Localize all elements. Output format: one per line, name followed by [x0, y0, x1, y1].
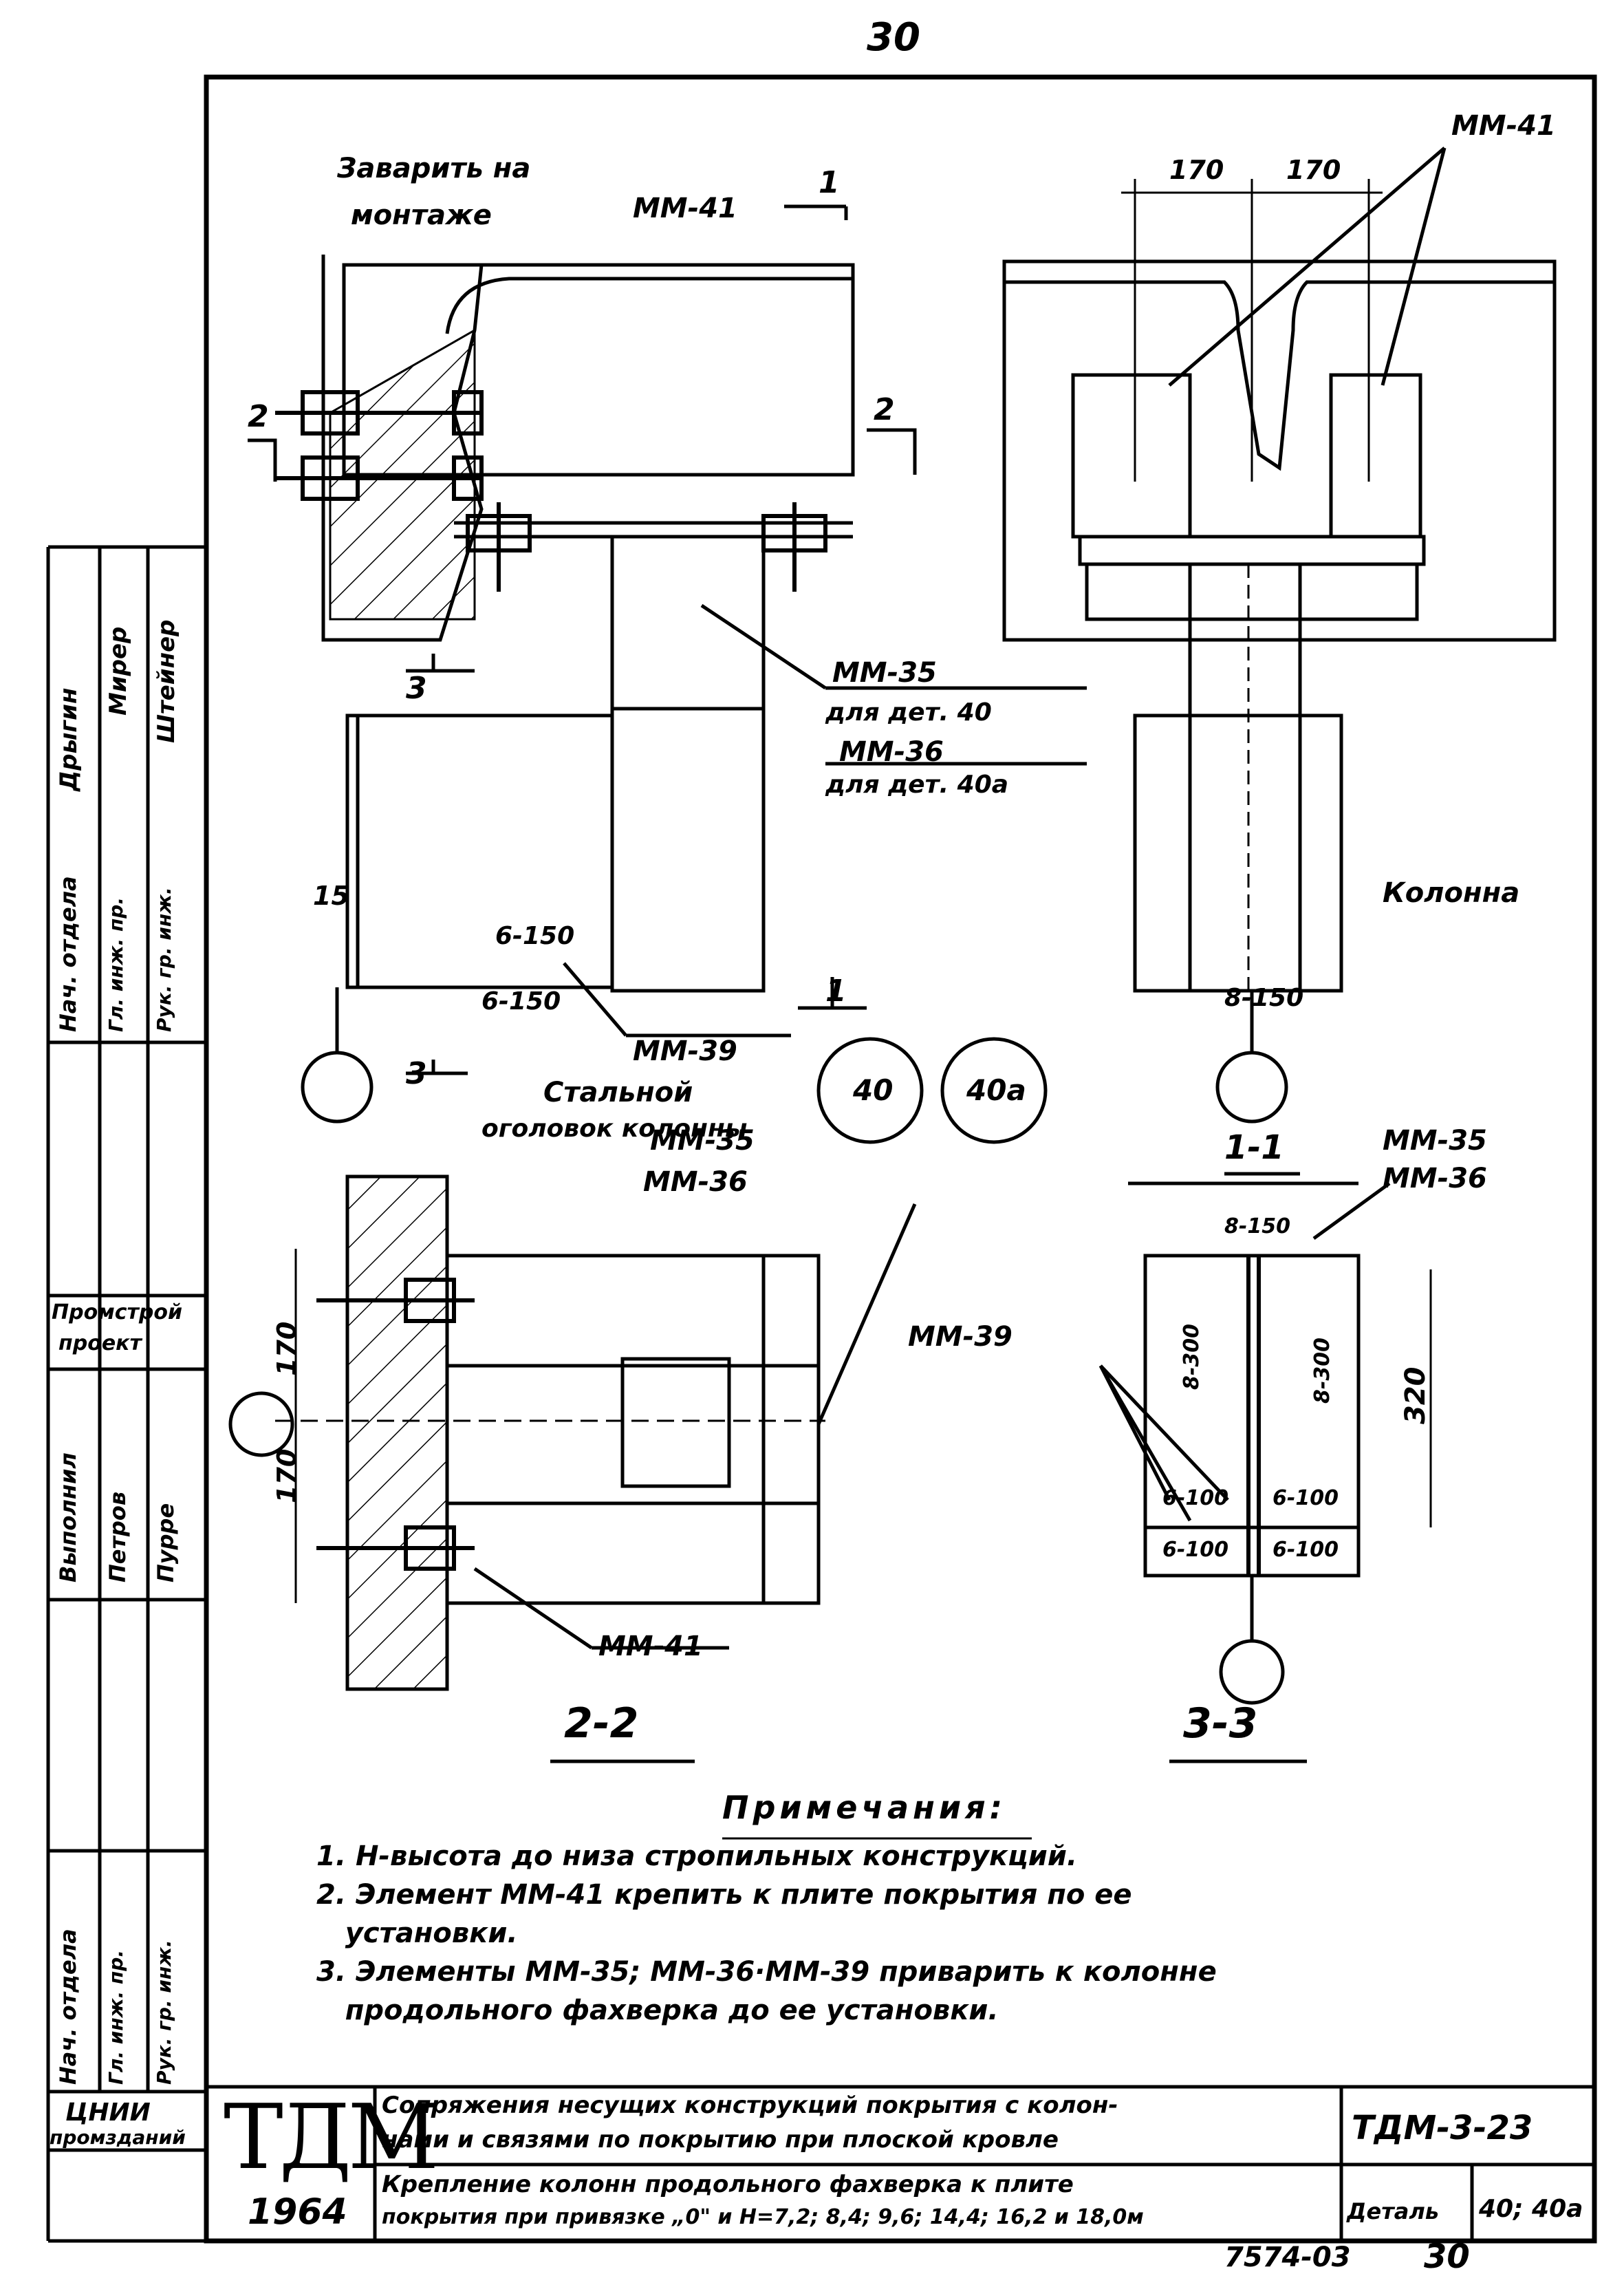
stamp-nach-otdela-1: Нач. отдела	[55, 876, 81, 1032]
callout-steel-head-1: Стальной	[543, 1077, 693, 1108]
dim-170-a: 170	[1169, 155, 1224, 185]
callout-mm35: ММ-35	[832, 657, 937, 689]
section-title-1-1: 1-1	[1224, 1128, 1284, 1167]
weld-6-150-top: 6-150	[495, 922, 575, 950]
stamp-promstroy: Промстрой	[52, 1300, 182, 1324]
callout-mm41-c: ММ-41	[598, 1631, 703, 1662]
stamp-org-2: промзданий	[50, 2126, 186, 2149]
callout-kolonna: Колонна	[1383, 877, 1520, 909]
weld-8-150-b: 8-150	[1224, 1214, 1290, 1238]
callout-mm36: ММ-36	[839, 736, 944, 768]
detail-circle-40: 40	[853, 1073, 894, 1107]
detail-label: Деталь	[1347, 2198, 1440, 2224]
dim-170-c: 170	[272, 1321, 302, 1376]
stamp-gl-inzh-1: Гл. инж. пр.	[105, 897, 127, 1032]
stamp-purre: Пурре	[153, 1503, 179, 1582]
section-title-2-2: 2-2	[564, 1699, 639, 1748]
section-mark-3: 3	[406, 671, 427, 706]
dim-170-b: 170	[1286, 155, 1341, 185]
slab-left	[342, 263, 855, 477]
detail-value: 40; 40а	[1479, 2195, 1583, 2223]
weld-8-300-a: 8-300	[1180, 1324, 1204, 1390]
sheet-frame	[204, 74, 1597, 2244]
bottom-code: 7574-03	[1224, 2242, 1351, 2273]
weld-8-300-b: 8-300	[1310, 1338, 1334, 1404]
callout-mm35-22: ММ-35	[650, 1125, 755, 1157]
section-mark-15: 15	[313, 881, 349, 911]
drawing-code: ТДМ-3-23	[1352, 2109, 1533, 2147]
callout-steel-head-2: оголовок колонны	[481, 1115, 748, 1143]
detail-circle-40a: 40а	[966, 1073, 1026, 1107]
note-item: 1. Н-высота до низа стропильных конструк…	[316, 1840, 1078, 1872]
title-line-1: Сопряжения несущих конструкций покрытия …	[382, 2092, 1118, 2119]
section-mark-2b: 2	[874, 392, 895, 427]
callout-mm39-b: ММ-39	[908, 1321, 1013, 1353]
callout-mm39: ММ-39	[633, 1035, 737, 1067]
weld-8-150-a: 8-150	[1224, 984, 1304, 1012]
callout-weld-line1: Заварить на	[337, 153, 531, 184]
callout-mm41-right: ММ-41	[1451, 110, 1556, 142]
section-mark-1: 1	[819, 165, 840, 200]
dim-320: 320	[1400, 1366, 1431, 1425]
stamp-ruk-gr-1: Рук. гр. инж.	[153, 887, 175, 1032]
weld-6-150-bottom: 6-150	[481, 987, 561, 1016]
stamp-petrov: Петров	[105, 1491, 131, 1582]
weld-6-100-b: 6-100	[1273, 1486, 1339, 1510]
callout-weld-line2: монтаже	[351, 200, 492, 231]
callout-mm36-detail: для дет. 40а	[825, 771, 1009, 799]
stamp-nach-otdela-2: Нач. отдела	[55, 1929, 81, 2085]
stamp-vypolnil: Выполнил	[55, 1452, 81, 1582]
callout-mm36-right: ММ-36	[1383, 1163, 1487, 1194]
callout-mm35-detail: для дет. 40	[825, 698, 992, 727]
stamp-shteyner: Штейнер	[153, 619, 180, 743]
page-number-top: 30	[867, 15, 920, 60]
section-mark-1b: 1	[825, 974, 847, 1009]
section-mark-2: 2	[248, 399, 269, 434]
title-logo: ТДМ	[224, 2085, 440, 2189]
stamp-mirer: Мирер	[105, 626, 132, 716]
weld-6-100-d: 6-100	[1273, 1538, 1339, 1562]
callout-mm36-22: ММ-36	[643, 1166, 748, 1198]
title-year: 1964	[248, 2191, 347, 2233]
section-title-3-3: 3-3	[1183, 1699, 1258, 1748]
stamp-proekt: проект	[58, 1331, 142, 1355]
weld-6-100-a: 6-100	[1162, 1486, 1228, 1510]
notes-title: Примечания:	[722, 1789, 1007, 1826]
subtitle-line-2: покрытия при привязке „0" и Н=7,2; 8,4; …	[382, 2205, 1144, 2229]
stamp-gl-inzh-2: Гл. инж. пр.	[105, 1950, 127, 2085]
note-item: установки.	[316, 1918, 518, 1949]
subtitle-line-1: Крепление колонн продольного фахверка к …	[382, 2171, 1074, 2198]
dim-170-d: 170	[272, 1448, 302, 1503]
section-mark-3b: 3	[406, 1056, 427, 1091]
stamp-ruk-gr-2: Рук. гр. инж.	[153, 1940, 175, 2085]
notes-list: 1. Н-высота до низа стропильных конструк…	[316, 1837, 1217, 2030]
page-number-bottom: 30	[1424, 2237, 1470, 2276]
stamp-org-1: ЦНИИ	[65, 2098, 151, 2127]
note-item: 3. Элементы ММ-35; ММ-36·ММ-39 приварить…	[316, 1956, 1217, 1988]
callout-mm35-right: ММ-35	[1383, 1125, 1487, 1157]
title-line-2: нами и связями по покрытию при плоской к…	[382, 2126, 1059, 2154]
callout-mm41: ММ-41	[633, 193, 737, 224]
stamp-drygin: Дрыгин	[55, 687, 83, 791]
note-item: 2. Элемент ММ-41 крепить к плите покрыти…	[316, 1879, 1132, 1911]
note-item: продольного фахверка до ее установки.	[316, 1995, 999, 2026]
slab-right	[1002, 259, 1557, 642]
weld-6-100-c: 6-100	[1162, 1538, 1228, 1562]
